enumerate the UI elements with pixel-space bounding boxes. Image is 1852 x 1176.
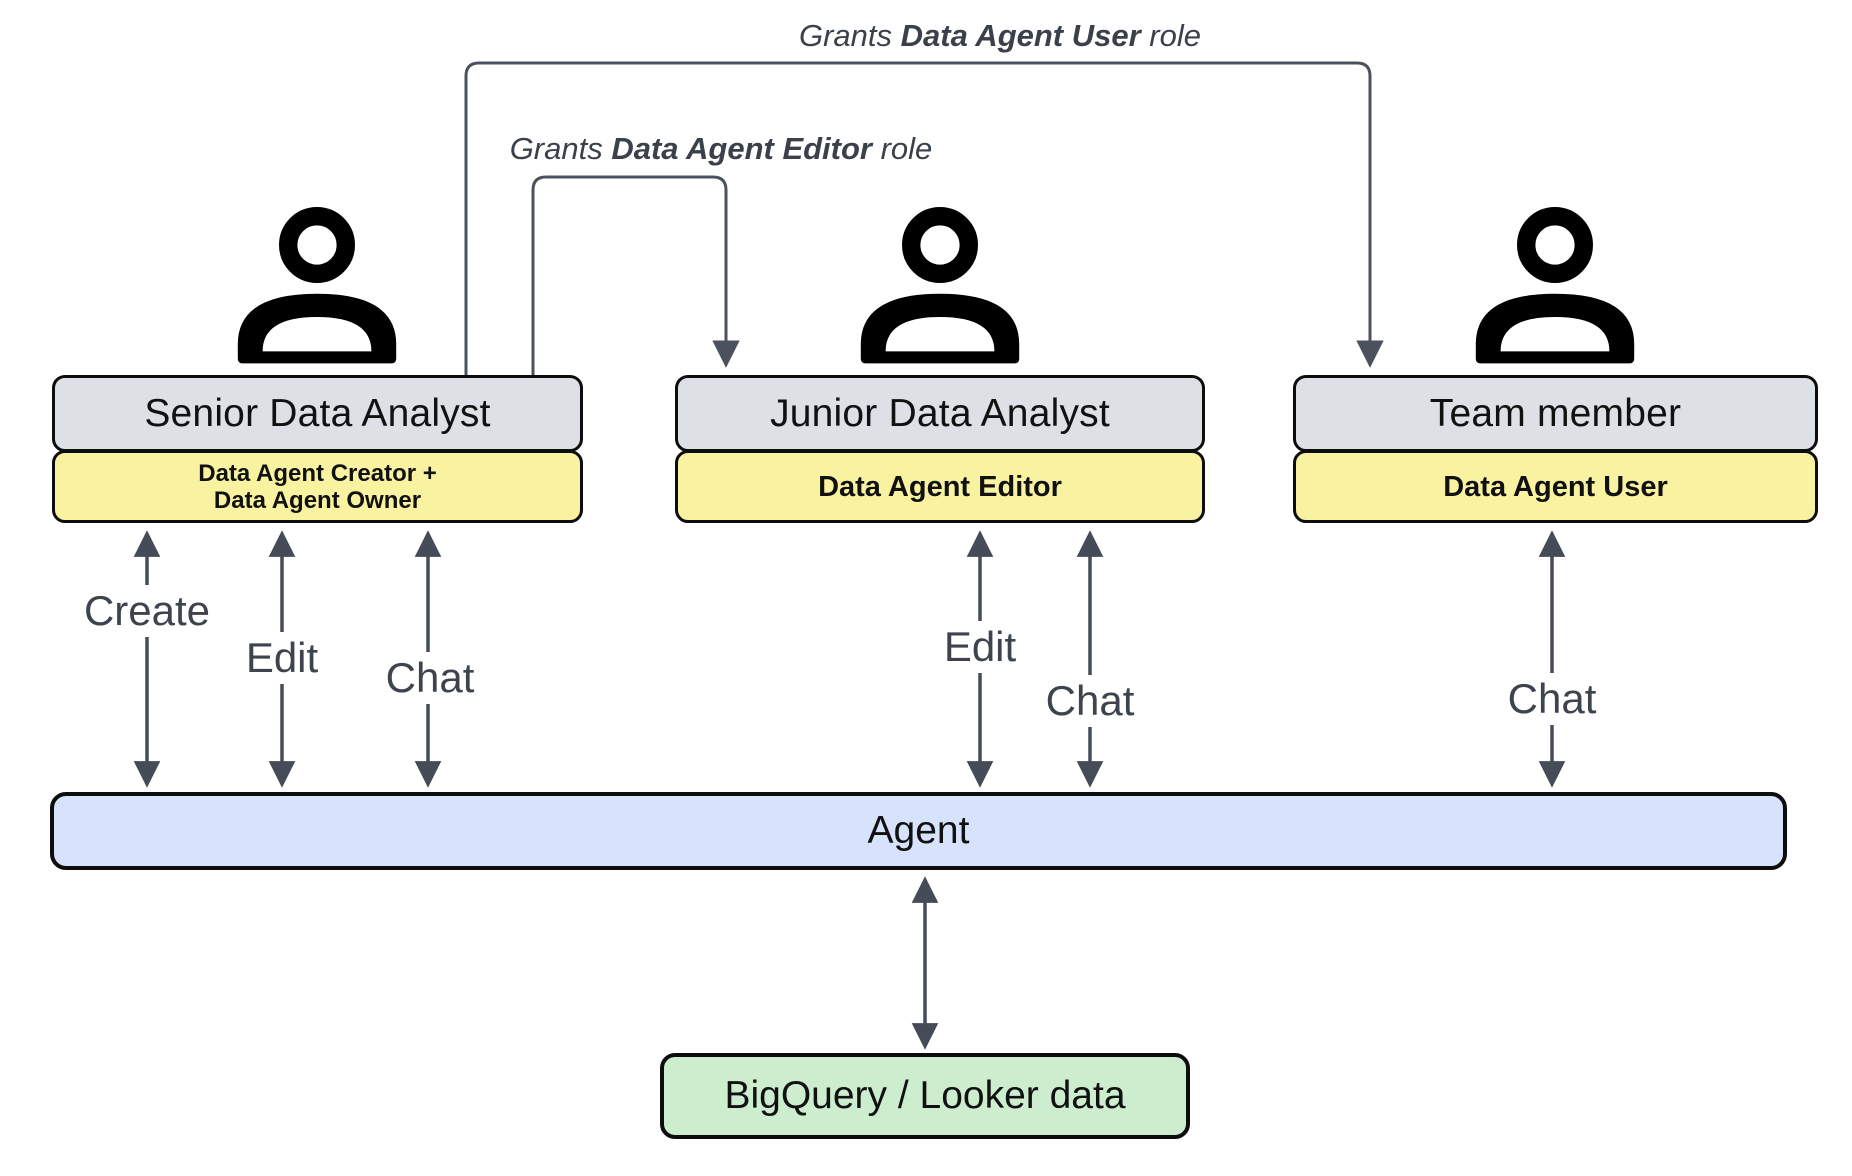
actor-role-team-member: Data Agent User bbox=[1293, 450, 1818, 523]
role-line: Data Agent Creator + bbox=[198, 459, 437, 487]
actor-role-junior-data-analyst: Data Agent Editor bbox=[675, 450, 1205, 523]
action-label-chat: Chat bbox=[1499, 673, 1605, 725]
actor-title-senior-data-analyst: Senior Data Analyst bbox=[52, 375, 583, 452]
actor-title-junior-data-analyst: Junior Data Analyst bbox=[675, 375, 1205, 452]
role-line: Data Agent User bbox=[1443, 470, 1668, 503]
actor-title-label: Senior Data Analyst bbox=[144, 391, 491, 435]
grant-user-role: Data Agent User bbox=[900, 18, 1141, 53]
agent-bar: Agent bbox=[50, 792, 1787, 870]
person-icon bbox=[237, 207, 397, 364]
actor-title-team-member: Team member bbox=[1293, 375, 1818, 452]
grant-editor-label: Grants Data Agent Editor role bbox=[505, 131, 937, 167]
grant-user-prefix: Grants bbox=[799, 18, 901, 53]
role-line: Data Agent Editor bbox=[818, 470, 1062, 503]
actor-role-senior-data-analyst: Data Agent Creator + Data Agent Owner bbox=[52, 450, 583, 523]
actor-title-label: Junior Data Analyst bbox=[770, 391, 1110, 435]
grant-editor-prefix: Grants bbox=[509, 131, 612, 166]
grant-user-label: Grants Data Agent User role bbox=[795, 18, 1205, 54]
action-label-edit: Edit bbox=[935, 621, 1025, 673]
agent-label: Agent bbox=[867, 809, 970, 852]
action-label-create: Create bbox=[75, 585, 219, 637]
action-label-edit: Edit bbox=[237, 632, 327, 684]
datasource-box: BigQuery / Looker data bbox=[660, 1053, 1190, 1139]
datasource-label: BigQuery / Looker data bbox=[724, 1074, 1126, 1117]
role-line: Data Agent Owner bbox=[213, 486, 422, 514]
actor-title-label: Team member bbox=[1429, 391, 1682, 435]
grant-editor-suffix: role bbox=[871, 131, 933, 166]
grant-editor-connector bbox=[531, 175, 740, 375]
grant-editor-role: Data Agent Editor bbox=[611, 131, 872, 166]
person-icon bbox=[1475, 207, 1635, 364]
grant-user-suffix: role bbox=[1140, 18, 1201, 53]
person-icon bbox=[860, 207, 1020, 364]
action-label-chat: Chat bbox=[1037, 675, 1143, 727]
action-label-chat: Chat bbox=[377, 652, 483, 704]
